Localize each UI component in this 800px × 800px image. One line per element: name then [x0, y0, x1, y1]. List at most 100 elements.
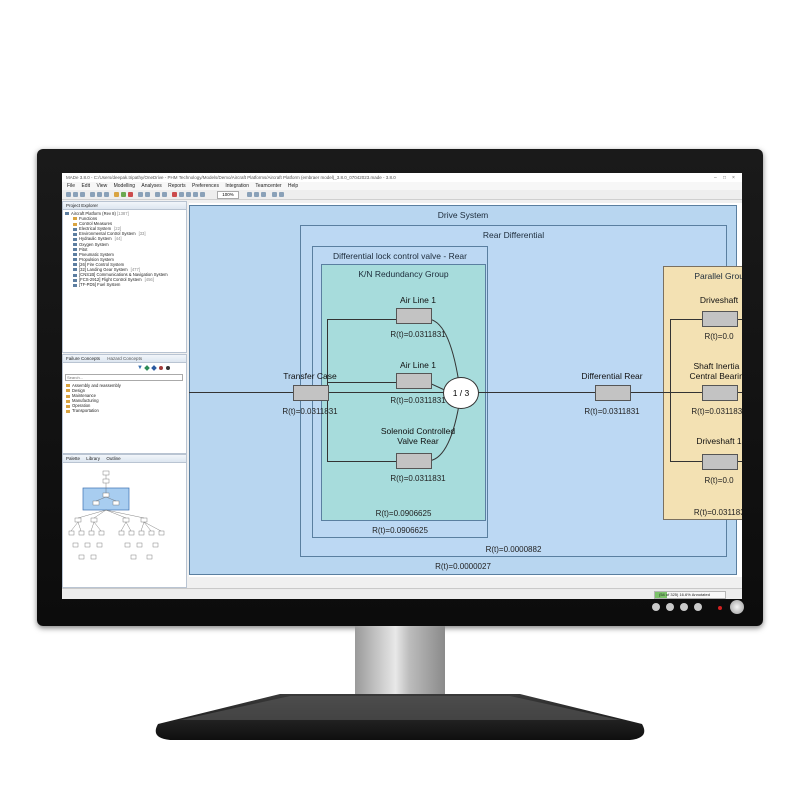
tab-outline[interactable]: Outline [106, 456, 121, 461]
tree-item[interactable]: [FCS-2912] Flight Control System[456] [65, 277, 184, 282]
back-icon[interactable] [254, 192, 259, 197]
differential-rear-block[interactable] [595, 385, 631, 401]
concept-item-label: Maintenance [72, 393, 96, 399]
layout-icon[interactable] [162, 192, 167, 197]
concepts-tabs: Failure Concepts Hazard Concepts [63, 355, 186, 363]
folder-icon [66, 394, 70, 398]
transfer-case-label: Transfer Case [283, 371, 337, 381]
text-icon[interactable] [186, 192, 191, 197]
menu-edit[interactable]: Edit [81, 183, 91, 189]
outline-thumbnail[interactable] [63, 463, 184, 585]
tab-hazard-concepts[interactable]: Hazard Concepts [107, 356, 143, 361]
menu-reports[interactable]: Reports [168, 183, 186, 189]
menu-view[interactable]: View [96, 183, 108, 189]
paste-icon[interactable] [104, 192, 109, 197]
driveshaft-1-block[interactable] [702, 454, 738, 470]
power-button[interactable] [730, 600, 744, 614]
drive-system-reliability: R(t)=0.0000027 [435, 562, 491, 571]
air-line-1b-block[interactable] [396, 373, 432, 389]
tree-item[interactable]: [CNS1B] Communications & Navigation Syst… [65, 272, 184, 277]
refresh-icon[interactable] [247, 192, 252, 197]
cut-icon[interactable] [90, 192, 95, 197]
tree-item[interactable]: Environmental Control System[33] [65, 231, 184, 236]
run-icon[interactable] [121, 192, 126, 197]
shaft-inertia-reliability: R(t)=0.0311831 [691, 407, 742, 416]
font-icon[interactable] [200, 192, 205, 197]
solenoid-block[interactable] [396, 453, 432, 469]
zoom-out-icon[interactable] [145, 192, 150, 197]
tree-item[interactable]: Oxygen System [65, 242, 184, 247]
folder-icon[interactable] [114, 192, 119, 197]
down-button[interactable] [666, 603, 674, 611]
concept-item[interactable]: Design [66, 388, 121, 393]
tree-item[interactable]: Hydraulic System[44] [65, 236, 184, 241]
menu-teamcenter[interactable]: Teamcenter [255, 183, 282, 189]
concept-item[interactable]: Operation [66, 403, 121, 408]
diagram-canvas[interactable]: Drive System R(t)=0.0000027 Rear Differe… [189, 203, 742, 577]
zoom-select[interactable]: 100% [217, 191, 239, 199]
tree-item[interactable]: Pneumatic System [65, 252, 184, 257]
black-circle-icon[interactable] [166, 366, 170, 370]
project-explorer-header: Project Explorer [63, 202, 186, 210]
open-icon[interactable] [73, 192, 78, 197]
tab-palette[interactable]: Palette [66, 456, 81, 461]
up-button[interactable] [680, 603, 688, 611]
settings-icon[interactable] [279, 192, 284, 197]
new-icon[interactable] [66, 192, 71, 197]
stop-icon[interactable] [128, 192, 133, 197]
auto-button[interactable] [694, 603, 702, 611]
filter-icon[interactable]: ▼ [137, 365, 143, 371]
tree-item[interactable]: [TF-PD5] Fuel System [65, 282, 184, 287]
concept-item[interactable]: Transportation [66, 408, 121, 413]
tree-item[interactable]: [26] Fire Control System [65, 262, 184, 267]
zoom-in-icon[interactable] [138, 192, 143, 197]
menu-button[interactable] [652, 603, 660, 611]
red-circle-icon[interactable] [159, 366, 163, 370]
tab-failure-concepts[interactable]: Failure Concepts [66, 356, 101, 361]
close-icon[interactable]: × [732, 175, 735, 181]
save-icon[interactable] [80, 192, 85, 197]
driveshaft-block[interactable] [702, 311, 738, 327]
tree-item[interactable]: Functions [65, 216, 184, 221]
menu-help[interactable]: Help [287, 183, 299, 189]
tab-library[interactable]: Library [86, 456, 101, 461]
tree-item[interactable]: Pitot [65, 247, 184, 252]
system-icon [73, 232, 77, 236]
concepts-search-input[interactable] [65, 374, 183, 381]
window-titlebar: MADe 3.8.0 - C:/Users/deepak.tripathy/On… [62, 173, 742, 182]
warning-icon[interactable] [172, 192, 177, 197]
tree-item[interactable]: Control Measures [65, 221, 184, 226]
transfer-case-block[interactable] [293, 385, 329, 401]
tree-item[interactable]: Propulsion System [65, 257, 184, 262]
menu-modelling[interactable]: Modelling [113, 183, 136, 189]
filter-icon[interactable] [272, 192, 277, 197]
menu-preferences[interactable]: Preferences [192, 183, 219, 189]
blue-diamond-icon[interactable] [151, 365, 157, 371]
rear-differential-reliability: R(t)=0.0000882 [485, 545, 542, 554]
menu-file[interactable]: File [67, 183, 76, 189]
concept-item[interactable]: Manufacturing [66, 398, 121, 403]
menu-integration[interactable]: Integration [225, 183, 249, 189]
forward-icon[interactable] [261, 192, 266, 197]
concept-item[interactable]: Assembly and reassembly [66, 383, 121, 388]
system-icon [73, 242, 77, 246]
line-icon[interactable] [193, 192, 198, 197]
air-line-1a-block[interactable] [396, 308, 432, 324]
tree-item[interactable]: Electrical System[22] [65, 226, 184, 231]
vote-node[interactable]: 1 / 3 [443, 377, 479, 409]
grid-icon[interactable] [179, 192, 184, 197]
minimize-icon[interactable]: – [714, 175, 717, 181]
maximize-icon[interactable]: □ [723, 175, 727, 181]
tree-item-meta: [44] [114, 236, 122, 242]
menu-analyses[interactable]: Analyses [141, 183, 162, 189]
tree-item-label: Propulsion System [79, 256, 114, 262]
shaft-inertia-block[interactable] [702, 385, 738, 401]
align-icon[interactable] [155, 192, 160, 197]
copy-icon[interactable] [97, 192, 102, 197]
tree-root[interactable]: Aircraft Platform (Rev 8) [1387] [65, 211, 184, 216]
concept-item[interactable]: Maintenance [66, 393, 121, 398]
kn-group-title: K/N Redundancy Group [358, 269, 449, 279]
tree-item[interactable]: [32] Landing Gear System[477] [65, 267, 184, 272]
green-diamond-icon[interactable] [144, 365, 150, 371]
